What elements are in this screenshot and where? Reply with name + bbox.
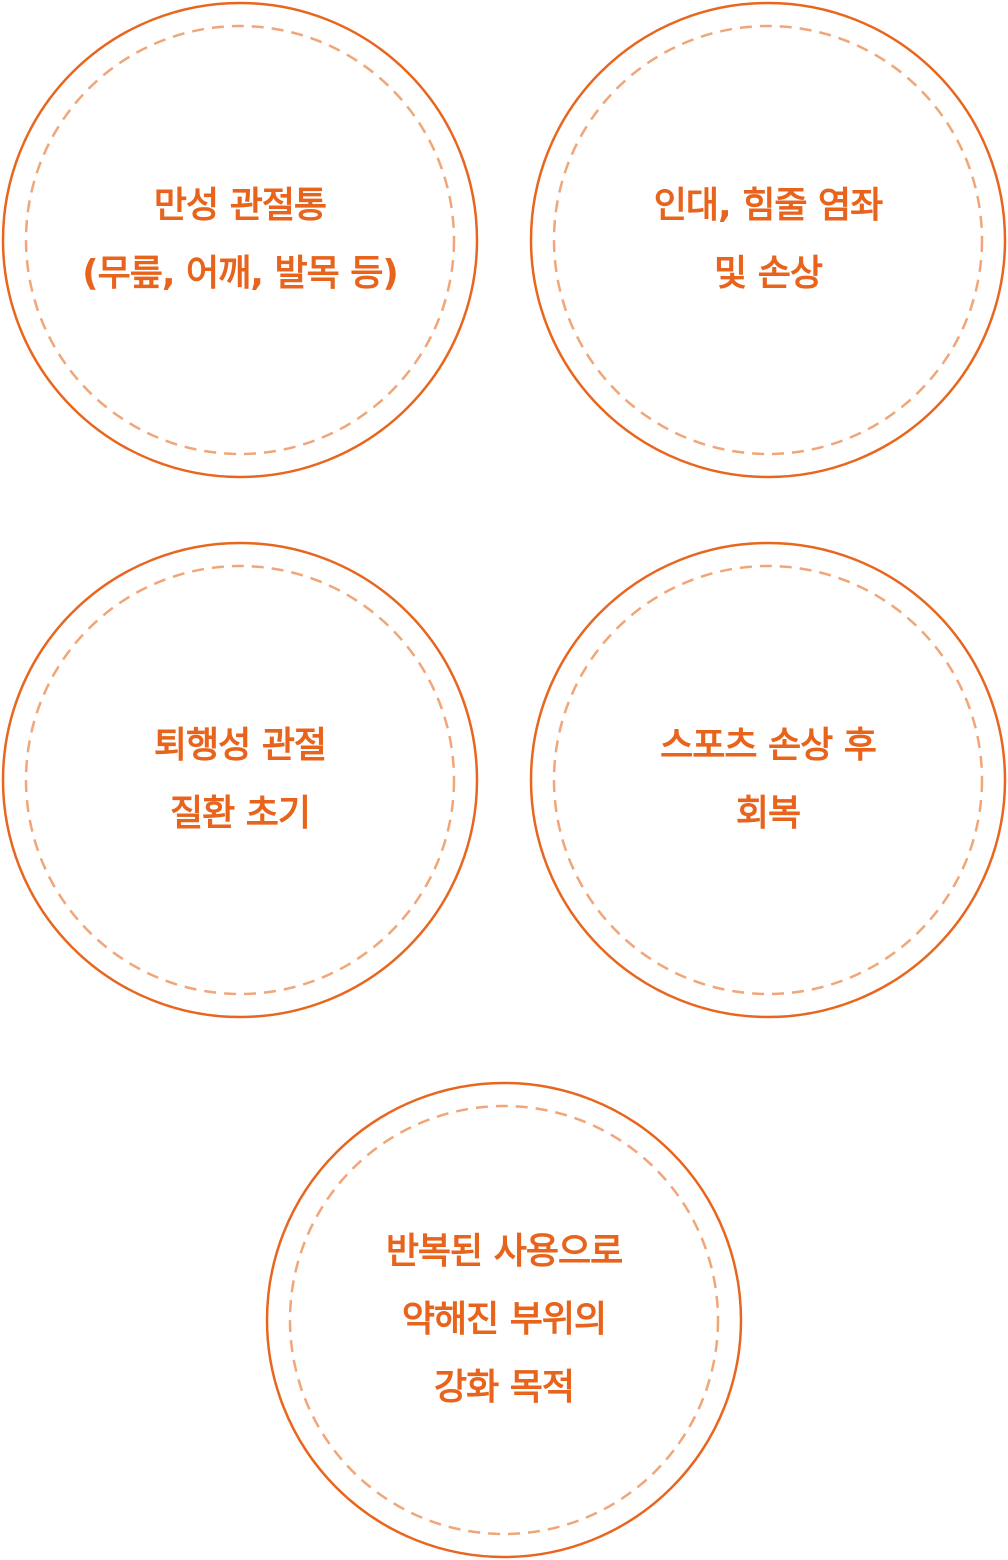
ring-icon	[1, 1, 479, 479]
circle-strengthening: 반복된 사용으로 약해진 부위의 강화 목적	[265, 1081, 743, 1559]
circle-label-line: 스포츠 손상 후	[660, 725, 877, 766]
circle-label: 퇴행성 관절 질환 초기	[1, 541, 479, 1019]
ring-icon	[529, 1, 1007, 479]
ring-icon	[529, 541, 1007, 1019]
circle-ligament-tendon-injury: 인대, 힘줄 염좌 및 손상	[529, 1, 1007, 479]
circle-label-line: 강화 목적	[433, 1367, 575, 1408]
ring-icon	[1, 541, 479, 1019]
circle-label-line: 반복된 사용으로	[385, 1231, 623, 1272]
circle-label-line: 회복	[735, 793, 801, 834]
circle-label: 만성 관절통 (무릎, 어깨, 발목 등)	[1, 1, 479, 479]
circle-label: 반복된 사용으로 약해진 부위의 강화 목적	[265, 1081, 743, 1559]
circle-label-line: 질환 초기	[169, 793, 311, 834]
circle-label-line: (무릎, 어깨, 발목 등)	[82, 253, 399, 294]
circle-chronic-joint-pain: 만성 관절통 (무릎, 어깨, 발목 등)	[1, 1, 479, 479]
circle-label-line: 인대, 힘줄 염좌	[653, 185, 883, 226]
ring-icon	[265, 1081, 743, 1559]
circle-label: 스포츠 손상 후 회복	[529, 541, 1007, 1019]
circle-label-line: 약해진 부위의	[401, 1299, 607, 1340]
circle-label-line: 퇴행성 관절	[153, 725, 327, 766]
circle-sports-injury-recovery: 스포츠 손상 후 회복	[529, 541, 1007, 1019]
circle-label: 인대, 힘줄 염좌 및 손상	[529, 1, 1007, 479]
circle-degenerative-joint: 퇴행성 관절 질환 초기	[1, 541, 479, 1019]
circle-label-line: 및 손상	[714, 253, 823, 294]
circle-label-line: 만성 관절통	[153, 185, 327, 226]
